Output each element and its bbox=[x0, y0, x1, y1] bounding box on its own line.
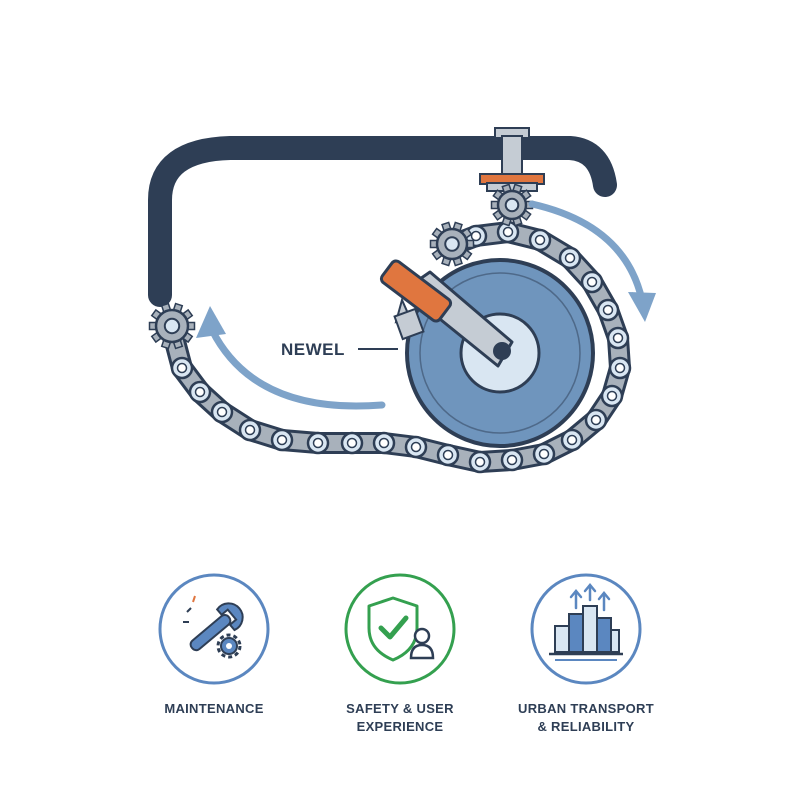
chain-link bbox=[608, 356, 632, 380]
left-sprocket bbox=[148, 302, 196, 350]
sprockets bbox=[148, 183, 534, 350]
chain-link bbox=[532, 442, 556, 466]
chain-link bbox=[584, 408, 608, 432]
handrail-guide-bracket bbox=[479, 127, 545, 192]
top-sprocket bbox=[490, 183, 534, 227]
chain-link bbox=[600, 384, 624, 408]
chain-link bbox=[372, 431, 396, 455]
feature-label-line-2: EXPERIENCE bbox=[356, 719, 444, 734]
chain-link bbox=[606, 326, 630, 350]
feature-safety-user-experience: SAFETY & USER EXPERIENCE bbox=[310, 572, 490, 736]
feature-label-line-2: & RELIABILITY bbox=[537, 719, 635, 734]
newel-callout: NEWEL bbox=[281, 340, 398, 359]
chain-link bbox=[404, 435, 428, 459]
feature-maintenance: MAINTENANCE bbox=[124, 572, 304, 718]
chain-link bbox=[558, 246, 582, 270]
chain-link bbox=[468, 450, 492, 474]
feature-label: URBAN TRANSPORT & RELIABILITY bbox=[496, 700, 676, 736]
feature-label: SAFETY & USER EXPERIENCE bbox=[310, 700, 490, 736]
upper-left-sprocket bbox=[429, 221, 475, 267]
chain-link bbox=[560, 428, 584, 452]
chain-link bbox=[528, 228, 552, 252]
chain-link bbox=[436, 443, 460, 467]
chain-link bbox=[170, 356, 194, 380]
chain-link bbox=[188, 380, 212, 404]
chain-link bbox=[596, 298, 620, 322]
feature-urban-transport-reliability: URBAN TRANSPORT & RELIABILITY bbox=[496, 572, 676, 736]
chain-link bbox=[270, 428, 294, 452]
city-buildings-icon bbox=[530, 573, 642, 685]
chain-link bbox=[238, 418, 262, 442]
direction-arrow-left bbox=[196, 306, 386, 410]
shield-check-user-icon bbox=[344, 573, 456, 685]
chain-link bbox=[210, 400, 234, 424]
chain-link bbox=[500, 448, 524, 472]
feature-label-line-1: SAFETY & USER bbox=[346, 701, 454, 716]
feature-label-line-1: URBAN TRANSPORT bbox=[518, 701, 654, 716]
chain-link bbox=[580, 270, 604, 294]
wrench-gear-icon bbox=[158, 573, 270, 685]
feature-label: MAINTENANCE bbox=[164, 701, 264, 716]
handrail-track bbox=[148, 136, 617, 307]
chain-link bbox=[340, 431, 364, 455]
crank-arm bbox=[379, 259, 514, 368]
newel-label: NEWEL bbox=[281, 340, 345, 359]
direction-arrow-right bbox=[528, 200, 656, 322]
chain-link bbox=[306, 431, 330, 455]
